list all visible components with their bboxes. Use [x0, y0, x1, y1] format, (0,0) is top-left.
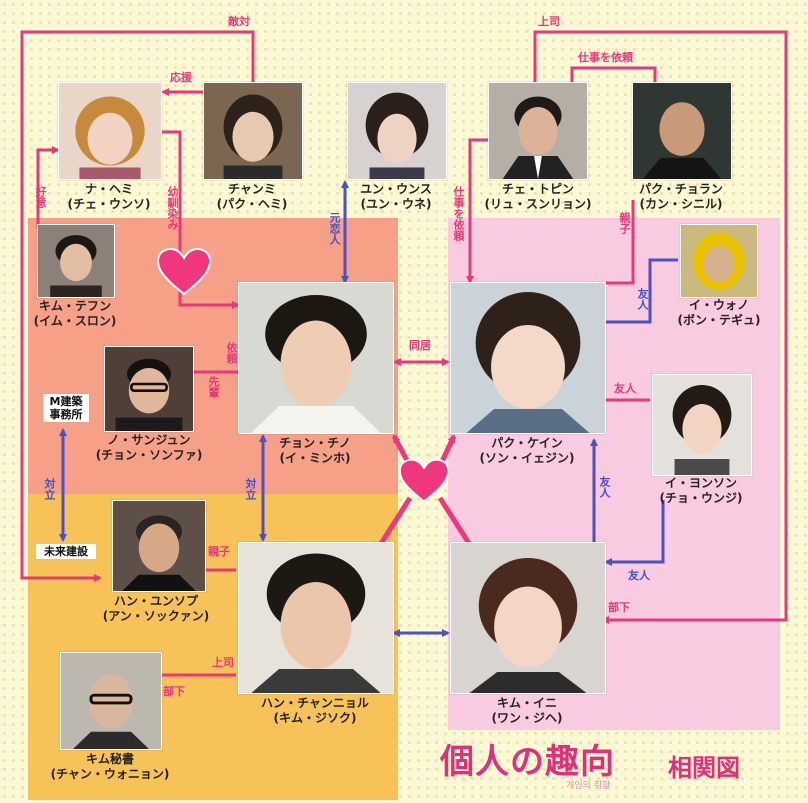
portrait-paku-choran [632, 82, 732, 180]
name-yun-unsu: ユン・ウンス(ユン・ウネ) [360, 182, 432, 211]
portrait-i-yonson [652, 374, 752, 476]
name-che-topin: チェ・トピン(リュ・スンリョン) [484, 182, 592, 211]
rel-ouen: 応援 [170, 71, 192, 84]
rel-yuujin-ini: 友人 [628, 569, 650, 582]
rel-buka-bottom: 部下 [163, 685, 185, 698]
name-paku-choran: パク・チョラン(カン・シニル) [639, 182, 723, 211]
edge-shigoto-top [570, 66, 657, 84]
diagram-subtitle: 相関図 [668, 754, 740, 782]
rel-joushi-top: 上司 [538, 15, 560, 28]
rel-yuujin-yonson: 友人 [614, 382, 636, 395]
rel-irai: 依頼 [225, 342, 238, 364]
name-chon-chino: チョン・チノ(イ・ミンホ) [279, 436, 351, 465]
rel-osananajimi: 幼馴染み [166, 186, 179, 230]
name-han-chanyol: ハン・チャンニョル(キム・ジソク) [261, 696, 369, 725]
rel-oyako-han: 親子 [208, 545, 230, 558]
edge-oyako-top [606, 200, 635, 285]
edge-love-ini [437, 496, 473, 547]
heart-icon [156, 248, 212, 296]
company-m-arch: M建築 事務所 [43, 394, 89, 422]
rel-shigoto-top: 仕事を依頼 [578, 51, 633, 64]
name-kim-hisho: キム秘書(チャン・ウォニョン) [50, 752, 170, 781]
edge-kouii [36, 146, 60, 228]
company-mirai: 未来建設 [36, 544, 96, 559]
rel-senpai: 先輩 [207, 376, 220, 398]
rel-motokoibito: 元恋人 [328, 212, 341, 245]
rel-doukyo: 同居 [409, 339, 431, 352]
rel-joushi-bottom: 上司 [212, 656, 234, 669]
portrait-no-sanjun [104, 346, 194, 432]
rel-yuujin-wono: 友人 [636, 288, 649, 310]
edge-joushi-top [533, 30, 788, 624]
name-kim-tefun: キム・テフン(イム・スロン) [33, 299, 117, 328]
rel-buka-ini: 部下 [608, 601, 630, 614]
rel-tairitsu-mid: 対立 [244, 478, 257, 500]
portrait-i-wono [680, 224, 758, 298]
rel-oyako-top: 親子 [618, 212, 631, 234]
portrait-chanmi [203, 82, 303, 180]
rel-tekitai: 敵対 [228, 15, 250, 28]
portrait-yun-unsu [347, 82, 447, 180]
edge-yuujin-wono [606, 258, 678, 324]
portrait-han-yunsopu [112, 500, 206, 592]
portrait-kim-tefun [37, 224, 115, 298]
title-hangul: 개인의 취향 [566, 781, 611, 791]
rel-kouii: 好意 [34, 186, 47, 208]
name-i-yonson: イ・ヨンソン(チョ・ウンジ) [659, 476, 743, 505]
name-na-hemi: ナ・ヘミ(チェ・ウンソ) [67, 182, 151, 211]
portrait-kim-hisho [60, 652, 162, 750]
edge-shigoto [466, 138, 488, 284]
name-chanmi: チャンミ(パク・ヘミ) [216, 182, 288, 211]
edge-tekitai [20, 30, 255, 582]
name-kim-ini: キム・イニ(ワン・ジヘ) [491, 696, 563, 725]
portrait-na-hemi [58, 82, 162, 180]
rel-yuujin-kein: 友人 [598, 476, 611, 498]
rel-shigoto-irai: 仕事を依頼 [452, 186, 465, 241]
portrait-kim-ini [450, 542, 606, 694]
edge-love-chanyol [377, 496, 413, 547]
name-no-sanjun: ノ・サンジュン(チョン・ソンファ) [95, 433, 203, 462]
portrait-paku-kein [450, 282, 606, 434]
edge-osananajimi [162, 130, 240, 309]
edge-yuujin-ini [604, 500, 665, 566]
portrait-han-chanyol [238, 542, 394, 694]
portrait-chon-chino [238, 282, 394, 434]
name-paku-kein: パク・ケイン(ソン・イェジン) [479, 436, 575, 465]
heart-icon [398, 458, 450, 503]
diagram-title: 個人の趣向 [440, 742, 615, 782]
name-han-yunsopu: ハン・ユンソプ(アン・ソックァン) [102, 594, 210, 623]
portrait-che-topin [488, 82, 588, 180]
rel-tairitsu-left: 対立 [43, 478, 56, 500]
name-i-wono: イ・ウォノ(ボン・テギュ) [677, 298, 761, 327]
